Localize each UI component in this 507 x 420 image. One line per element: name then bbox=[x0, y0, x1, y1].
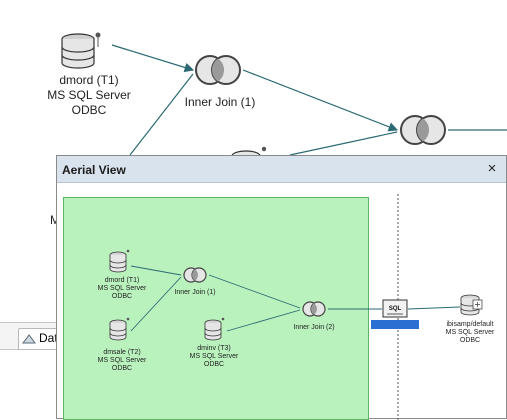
aerial-edge-t3-join2 bbox=[226, 309, 301, 332]
aerial-view-panel[interactable]: Aerial View × bbox=[56, 155, 507, 420]
bottom-tab-strip: Dat bbox=[0, 322, 62, 350]
aerial-node-t2-name: dmsale (T2) bbox=[103, 349, 141, 356]
aerial-node-t3-driver: ODBC bbox=[203, 361, 225, 368]
aerial-node-t3-label[interactable]: dminv (T3) MS SQL Server ODBC bbox=[189, 345, 239, 369]
aerial-node-t2-server: MS SQL Server bbox=[97, 357, 147, 364]
inner-join-1-icon bbox=[195, 55, 241, 85]
edge-join1-to-join2 bbox=[242, 69, 399, 132]
aerial-node-t3-server: MS SQL Server bbox=[189, 353, 239, 360]
aerial-node-t1-driver: ODBC bbox=[111, 293, 133, 300]
aerial-diagram: SQL bbox=[109, 249, 483, 341]
edge-dmord-to-join1 bbox=[111, 44, 195, 73]
database-icon bbox=[61, 32, 101, 69]
aerial-target-name: ibisamp/default bbox=[446, 321, 494, 328]
aerial-database-icon-t1 bbox=[109, 249, 130, 273]
aerial-sql-icon: SQL bbox=[382, 299, 408, 318]
aerial-target-driver: ODBC bbox=[459, 337, 481, 344]
data-tab[interactable]: Dat bbox=[18, 328, 62, 350]
aerial-node-t2-driver: ODBC bbox=[111, 365, 133, 372]
aerial-node-t1-name: dmord (T1) bbox=[104, 277, 140, 284]
aerial-node-t1-label[interactable]: dmord (T1) MS SQL Server ODBC bbox=[97, 277, 147, 301]
aerial-edge-t1-join1 bbox=[130, 265, 182, 276]
aerial-sql-glyph: SQL bbox=[389, 306, 402, 312]
aerial-node-t3-name: dminv (T3) bbox=[197, 345, 231, 352]
aerial-node-t1-server: MS SQL Server bbox=[97, 285, 147, 292]
aerial-sql-selection[interactable] bbox=[371, 320, 419, 329]
aerial-inner-join-2-label[interactable]: Inner Join (2) bbox=[293, 324, 335, 331]
tab-icon bbox=[22, 334, 36, 344]
inner-join-2-icon bbox=[400, 115, 446, 145]
edge-to-join2-from-below bbox=[289, 131, 398, 156]
aerial-edge-sql-target bbox=[407, 306, 461, 310]
aerial-inner-join-1-icon bbox=[183, 267, 207, 283]
aerial-target-server: MS SQL Server bbox=[445, 329, 495, 336]
aerial-target-database-icon bbox=[460, 294, 483, 316]
inner-join-1-label[interactable]: Inner Join (1) bbox=[184, 95, 256, 109]
dmord-node-server: MS SQL Server bbox=[47, 88, 131, 102]
edge-to-join1-from-below bbox=[129, 73, 194, 156]
aerial-node-t2-label[interactable]: dmsale (T2) MS SQL Server ODBC bbox=[97, 349, 147, 373]
aerial-database-icon-t3 bbox=[204, 317, 225, 341]
dmord-node-label[interactable]: dmord (T1) MS SQL Server ODBC bbox=[44, 73, 134, 118]
aerial-inner-join-1-label[interactable]: Inner Join (1) bbox=[174, 289, 216, 296]
aerial-inner-join-2-icon bbox=[302, 301, 326, 317]
aerial-view-titlebar[interactable]: Aerial View × bbox=[57, 156, 506, 183]
dmord-node-driver: ODBC bbox=[71, 103, 107, 117]
dmord-node-name: dmord (T1) bbox=[59, 73, 119, 87]
hidden-node-fragment: M bbox=[50, 213, 60, 227]
aerial-view-title: Aerial View bbox=[62, 163, 126, 177]
aerial-edge-t2-join1 bbox=[130, 276, 182, 332]
aerial-edge-join1-join2 bbox=[208, 274, 301, 309]
aerial-target-label[interactable]: ibisamp/default MS SQL Server ODBC bbox=[442, 321, 498, 345]
close-icon[interactable]: × bbox=[487, 160, 497, 177]
aerial-database-icon-t2 bbox=[109, 317, 130, 341]
hidden-database-icon bbox=[231, 146, 267, 157]
data-tab-label: Dat bbox=[39, 331, 58, 345]
